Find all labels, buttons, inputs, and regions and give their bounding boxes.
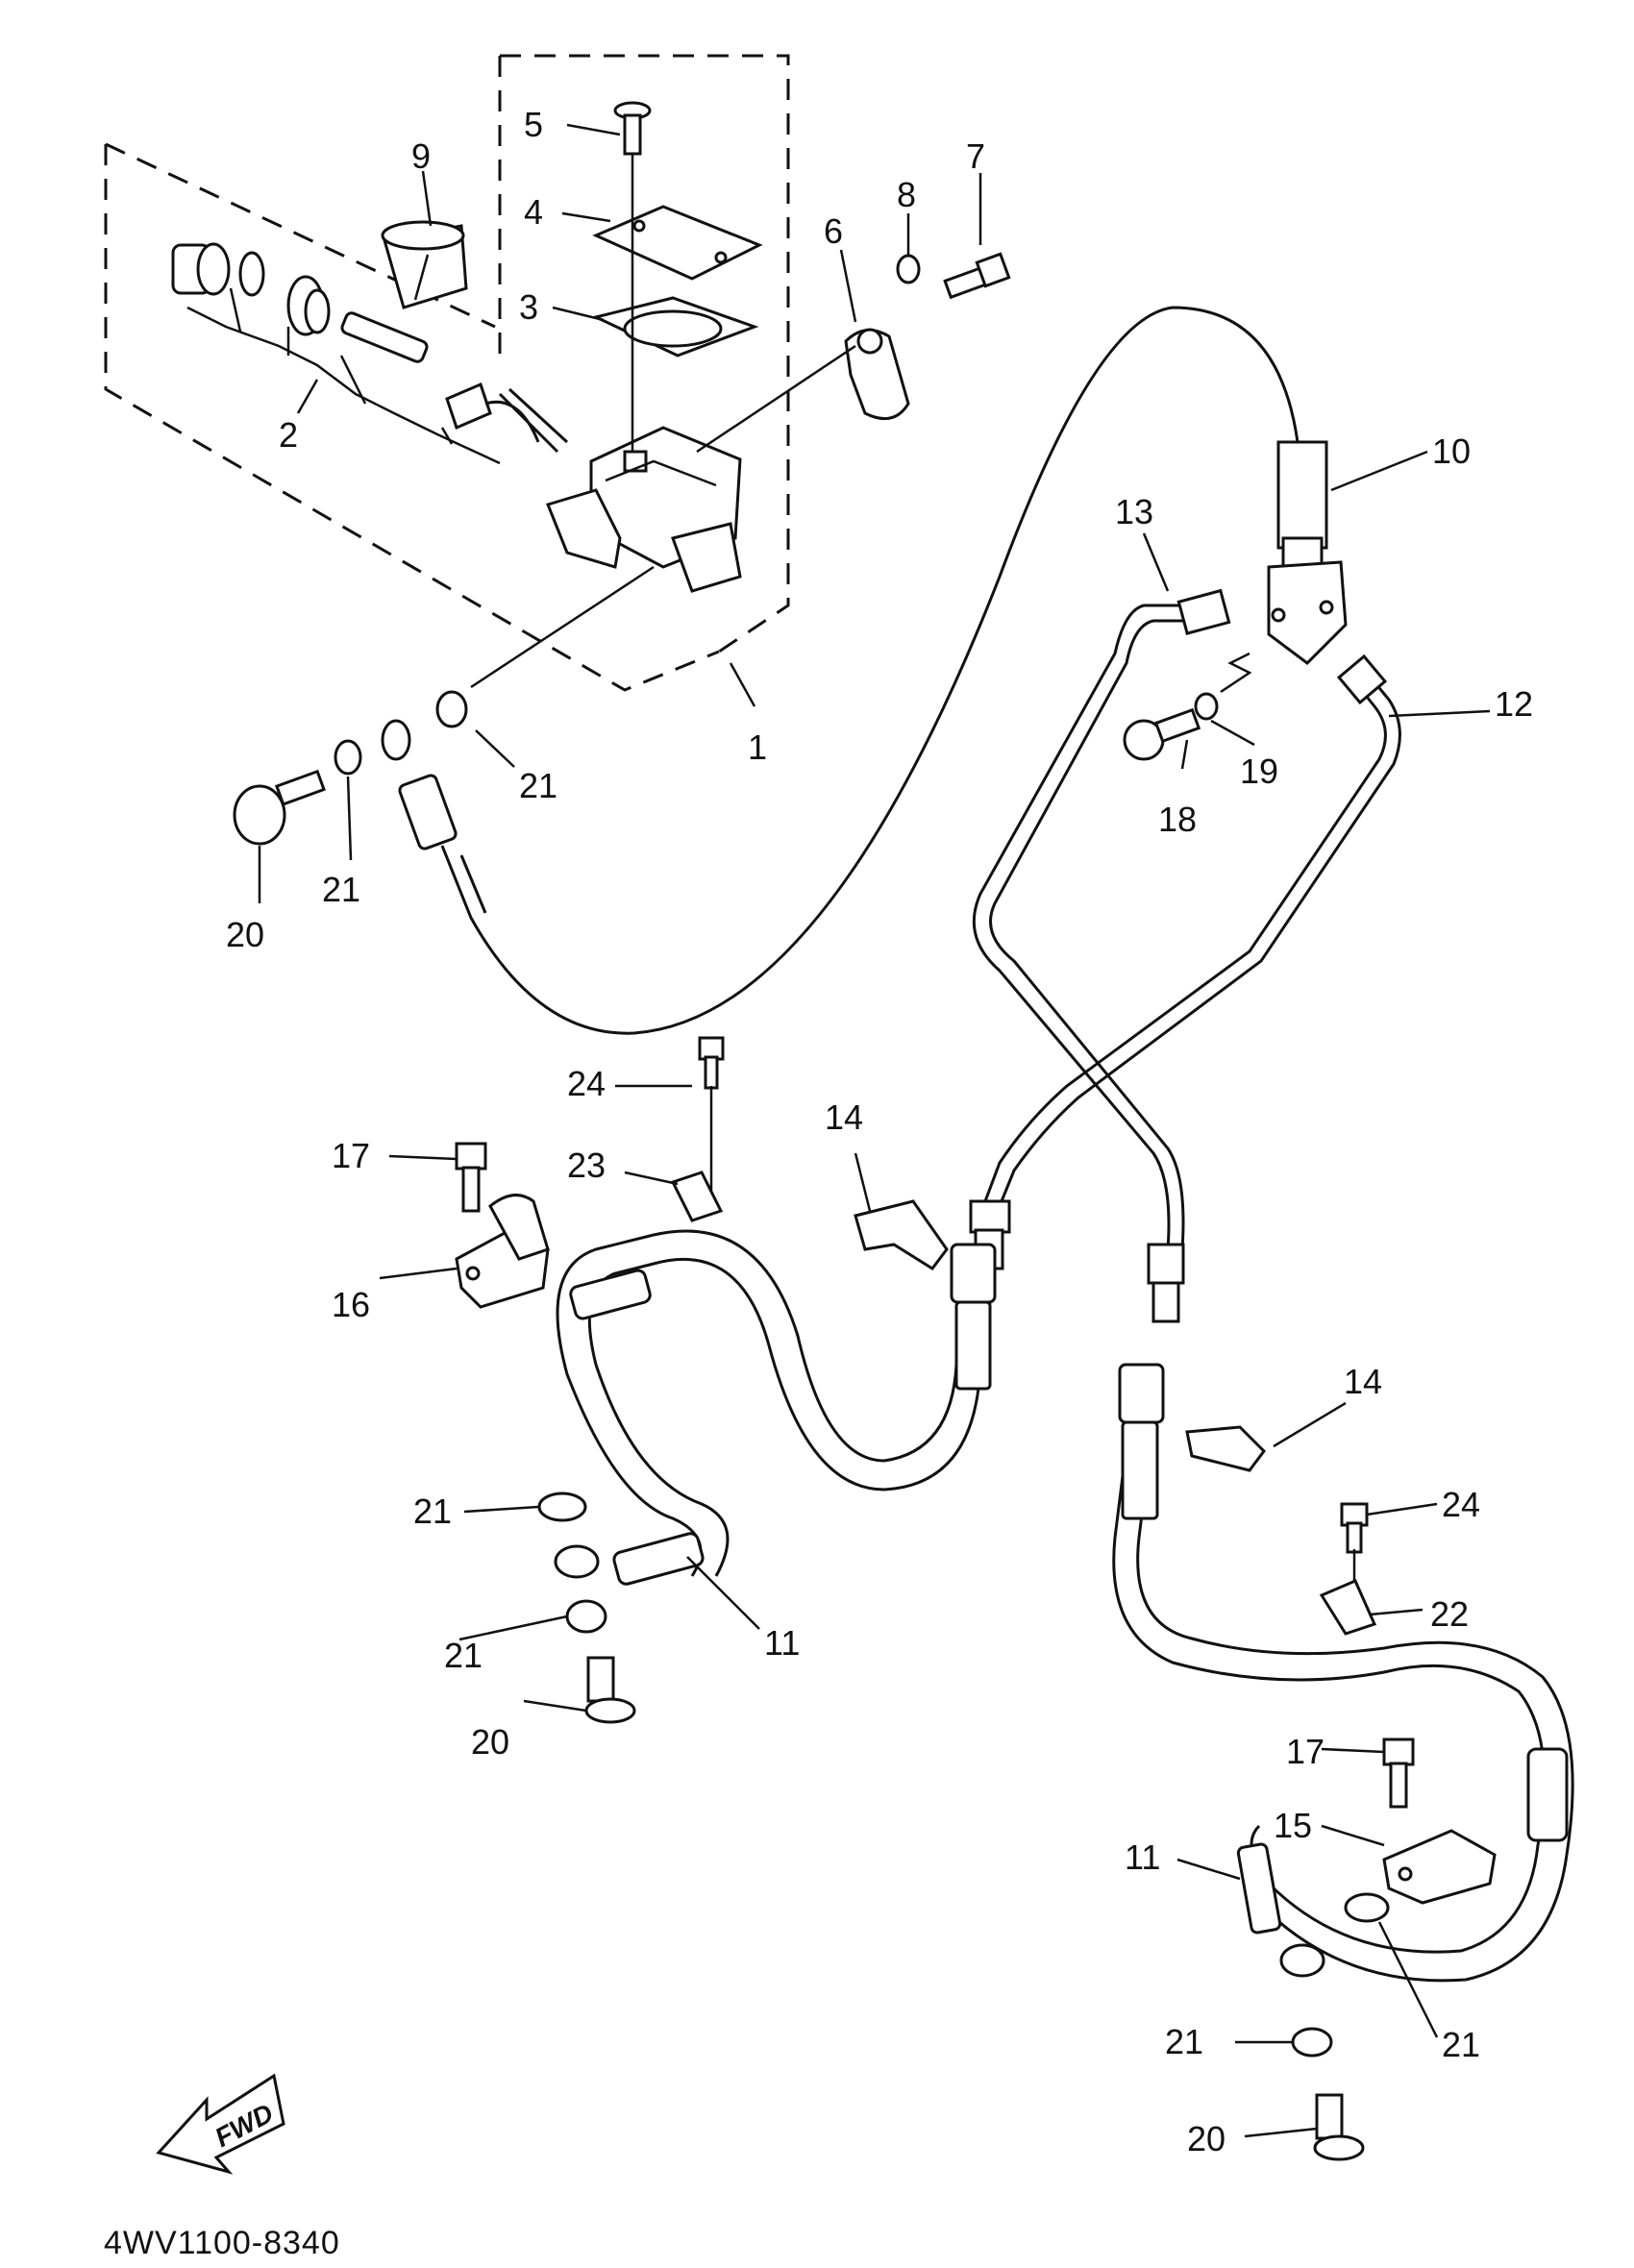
bolt-17-left	[455, 1142, 487, 1213]
holder-bolt	[943, 252, 1011, 300]
union-bolt-top	[233, 769, 326, 846]
callout-22: 22	[1430, 1594, 1469, 1634]
callout-17-b: 17	[1286, 1732, 1325, 1771]
cap-screw	[613, 101, 652, 156]
brake-hose-upper	[440, 306, 1300, 1035]
clamp-23	[670, 1171, 724, 1222]
pipe-13-fitting-bottom	[1147, 1243, 1185, 1323]
washer-8	[896, 254, 921, 284]
callout-21-b: 21	[322, 870, 360, 909]
callout-17-a: 17	[332, 1136, 370, 1175]
callout-3: 3	[519, 287, 538, 327]
callout-16: 16	[332, 1285, 370, 1324]
pipe-12-fitting-bottom	[969, 1199, 1011, 1270]
callout-19: 19	[1240, 752, 1278, 791]
bolt-17-right	[1382, 1738, 1415, 1809]
callout-12: 12	[1495, 684, 1533, 724]
washer-19	[1194, 692, 1219, 721]
hose-upper-fitting	[1267, 440, 1348, 665]
callout-6: 6	[824, 211, 843, 251]
hose-11-right-fitting-top	[1118, 1363, 1165, 1520]
callout-18: 18	[1158, 800, 1197, 839]
hose-11-left-end-fitting	[569, 1269, 652, 1320]
callout-21-f: 21	[1165, 2022, 1203, 2061]
callout-21-a: 21	[519, 766, 557, 805]
callout-10: 10	[1432, 431, 1471, 471]
washer-21-d	[565, 1599, 607, 1634]
callout-9: 9	[411, 136, 431, 176]
hose-guide-16	[455, 1194, 550, 1309]
master-cylinder-body	[545, 426, 742, 593]
callout-5: 5	[524, 105, 543, 144]
callout-21-e: 21	[1442, 2025, 1480, 2064]
callout-8: 8	[897, 175, 916, 214]
clamp-22	[1319, 1579, 1377, 1636]
bolt-24-left	[698, 1036, 725, 1192]
union-bolt-mid	[584, 1656, 636, 1724]
leader-lines	[258, 123, 1491, 2138]
callout-15: 15	[1274, 1806, 1312, 1845]
bolt-24-right	[1340, 1502, 1369, 1595]
reservoir-cap	[592, 154, 763, 452]
washer-21-b	[435, 690, 468, 728]
callout-21-d: 21	[444, 1636, 483, 1675]
callout-23: 23	[567, 1146, 606, 1185]
hose-11-left-fitting-top	[950, 1243, 997, 1391]
hose-11-right-fitting-bottom	[1236, 1842, 1325, 1978]
callout-20-b: 20	[471, 1722, 509, 1762]
callout-20-a: 20	[226, 915, 264, 954]
banjo-fitting-top	[381, 719, 458, 850]
pipe-12-fitting-top	[1336, 653, 1388, 705]
callout-21-c: 21	[413, 1491, 452, 1531]
banjo-leader	[470, 565, 655, 689]
callout-1: 1	[748, 727, 767, 767]
brake-hose-11-left	[556, 1229, 968, 1577]
fwd-arrow-icon: FWD	[156, 2073, 285, 2175]
callout-labels: 5 4 3 9 6 8 7 2 1 21 21 20 10 13 12 19 1…	[226, 105, 1533, 2158]
washer-21-f	[1291, 2027, 1333, 2058]
diagram-part-code: 4WV1100-8340	[104, 2225, 340, 2261]
handlebar-holder	[696, 328, 910, 454]
callout-20-c: 20	[1187, 2119, 1226, 2158]
hose-guide-15	[1382, 1829, 1497, 1905]
callout-24-a: 24	[567, 1064, 606, 1103]
boot-cup	[381, 220, 468, 309]
callout-14-a: 14	[825, 1097, 863, 1137]
assembly-boundary-kit	[104, 54, 790, 692]
joint-bolt	[1123, 707, 1201, 761]
union-bolt-lower	[1313, 2093, 1365, 2161]
brake-hose-11-right	[1112, 1421, 1547, 1954]
hose-11-right-end	[1526, 1747, 1569, 1842]
washer-21-a	[334, 739, 362, 776]
brake-pipe-12	[983, 681, 1387, 1202]
washer-21-c	[537, 1491, 587, 1522]
diaphragm	[591, 296, 759, 357]
callout-2: 2	[279, 415, 298, 455]
piston-kit	[171, 242, 569, 465]
pipe-13-fitting-top	[1176, 588, 1231, 635]
callout-7: 7	[966, 136, 985, 176]
hose-clamp-14-lower	[1185, 1425, 1266, 1472]
brake-pipe-13	[972, 604, 1192, 1250]
callout-4: 4	[524, 192, 543, 232]
callout-11-b: 11	[1125, 1837, 1160, 1877]
hose-11-left-fitting-bottom	[554, 1532, 705, 1586]
callout-11-a: 11	[764, 1623, 800, 1663]
callout-14-b: 14	[1344, 1362, 1382, 1401]
callout-24-b: 24	[1442, 1485, 1480, 1524]
washer-21-e	[1344, 1892, 1390, 1923]
callout-13: 13	[1115, 492, 1153, 531]
hose-clamp-14-upper	[854, 1199, 949, 1271]
